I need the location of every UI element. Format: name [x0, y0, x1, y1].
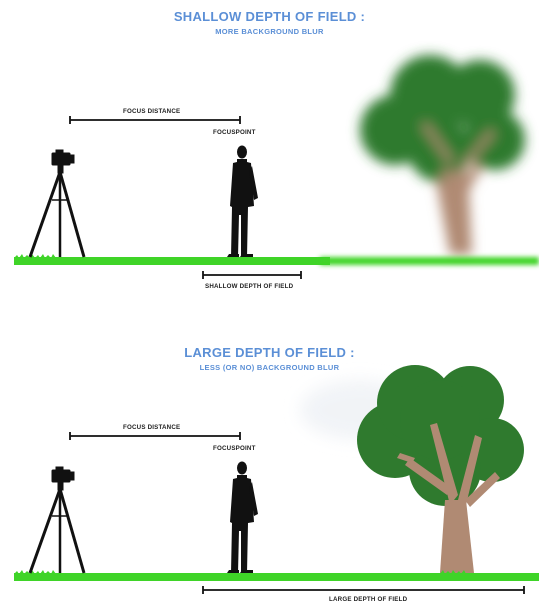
tree-icon: [357, 365, 524, 573]
tripod-camera-icon: [30, 467, 84, 573]
large-dof-scene: [0, 300, 539, 606]
person-silhouette-icon: [227, 146, 258, 258]
focus-distance-label: FOCUS DISTANCE: [123, 424, 180, 431]
shallow-dof-scene: [0, 0, 539, 300]
focuspoint-label: FOCUSPOINT: [213, 129, 256, 136]
person-silhouette-icon: [227, 462, 258, 574]
grass-strip-blurred: [320, 257, 539, 265]
large-dof-label: LARGE DEPTH OF FIELD: [329, 596, 407, 603]
large-dof-bracket: [203, 586, 524, 594]
shallow-dof-label: SHALLOW DEPTH OF FIELD: [205, 283, 293, 290]
grass-strip-sharp: [14, 257, 330, 265]
large-dof-panel: LARGE DEPTH OF FIELD : LESS (OR NO) BACK…: [0, 300, 539, 606]
focus-distance-bracket: [70, 432, 240, 440]
focuspoint-label: FOCUSPOINT: [213, 445, 256, 452]
shallow-dof-bracket: [203, 271, 301, 279]
grass-strip: [14, 573, 539, 581]
tripod-camera-icon: [30, 150, 84, 257]
shallow-dof-panel: SHALLOW DEPTH OF FIELD : MORE BACKGROUND…: [0, 0, 539, 300]
blurred-tree-icon: [360, 55, 525, 255]
focus-distance-label: FOCUS DISTANCE: [123, 108, 180, 115]
focus-distance-bracket: [70, 116, 240, 124]
